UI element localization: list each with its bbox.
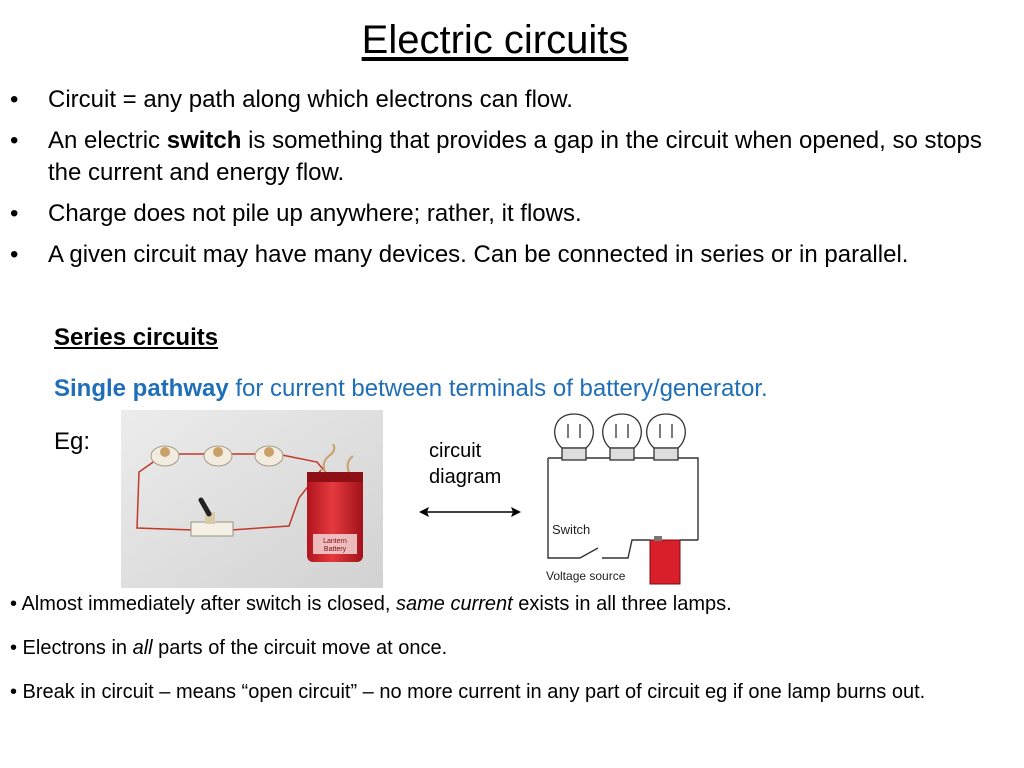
circuit-photo: Lantern Battery <box>121 410 383 588</box>
list-item: • Almost immediately after switch is clo… <box>10 590 1010 618</box>
list-item: • Charge does not pile up anywhere; rath… <box>10 198 1000 230</box>
lower-bullet-list: • Almost immediately after switch is clo… <box>10 590 1010 722</box>
diagram-caption-line1: circuit <box>429 440 482 462</box>
lower-text-pre: • Almost immediately after switch is clo… <box>10 593 397 615</box>
bullet-text: Charge does not pile up anywhere; rather… <box>48 200 582 227</box>
double-arrow-icon <box>419 507 521 517</box>
bullet-text: A given circuit may have many devices. C… <box>48 241 909 268</box>
circuit-diagram: Switch Voltage source <box>546 413 699 585</box>
lamp-symbol <box>602 413 642 461</box>
lower-text-post: parts of the circuit move at once. <box>152 637 448 659</box>
single-pathway-bold: Single pathway <box>54 375 229 402</box>
bullet-text: Circuit = any path along which electrons… <box>48 86 573 113</box>
battery-label-line2: Battery <box>324 546 347 553</box>
example-label: Eg: <box>54 428 91 455</box>
bullet-marker: • <box>10 86 19 113</box>
bullet-text-pre: An electric <box>48 127 167 154</box>
list-item: • Electrons in all parts of the circuit … <box>10 634 1010 662</box>
bullet-marker: • <box>10 200 19 227</box>
list-item: • Circuit = any path along which electro… <box>10 84 1000 116</box>
lantern-battery: Lantern Battery <box>307 443 363 562</box>
list-item: • A given circuit may have many devices.… <box>10 239 1000 271</box>
single-pathway-line: Single pathway for current between termi… <box>54 375 768 403</box>
diagram-caption-line2: diagram <box>429 466 502 488</box>
main-bullet-list: • Circuit = any path along which electro… <box>10 84 1000 280</box>
diagram-caption: circuit diagram <box>429 438 501 490</box>
single-pathway-rest: for current between terminals of battery… <box>228 375 768 402</box>
lower-text-italic: all <box>132 637 153 659</box>
lower-text-pre: • Break in circuit – means “open circuit… <box>10 681 926 703</box>
section-heading: Series circuits <box>54 324 219 351</box>
voltage-source-symbol <box>649 536 681 585</box>
lamp-symbol <box>646 413 686 461</box>
lamp-holder <box>203 445 233 467</box>
lamp-holder <box>150 445 180 467</box>
bullet-marker: • <box>10 241 19 268</box>
lower-text-post: exists in all three lamps. <box>512 593 732 615</box>
voltage-source-label: Voltage source <box>546 569 626 583</box>
switch-label: Switch <box>552 522 590 537</box>
bullet-text-post: is something that provides a gap in the … <box>48 127 982 186</box>
lamp-holder <box>254 445 284 467</box>
lower-text-italic: same current <box>396 593 513 615</box>
bullet-marker: • <box>10 127 19 154</box>
list-item: • An electric switch is something that p… <box>10 125 1000 189</box>
lamp-symbol <box>554 413 594 461</box>
lower-text-pre: • Electrons in <box>10 637 133 659</box>
battery-label-line1: Lantern <box>323 538 347 545</box>
bullet-text-bold: switch <box>166 127 242 154</box>
knife-switch <box>190 497 234 537</box>
list-item: • Break in circuit – means “open circuit… <box>10 678 1010 706</box>
page-title: Electric circuits <box>361 18 629 62</box>
